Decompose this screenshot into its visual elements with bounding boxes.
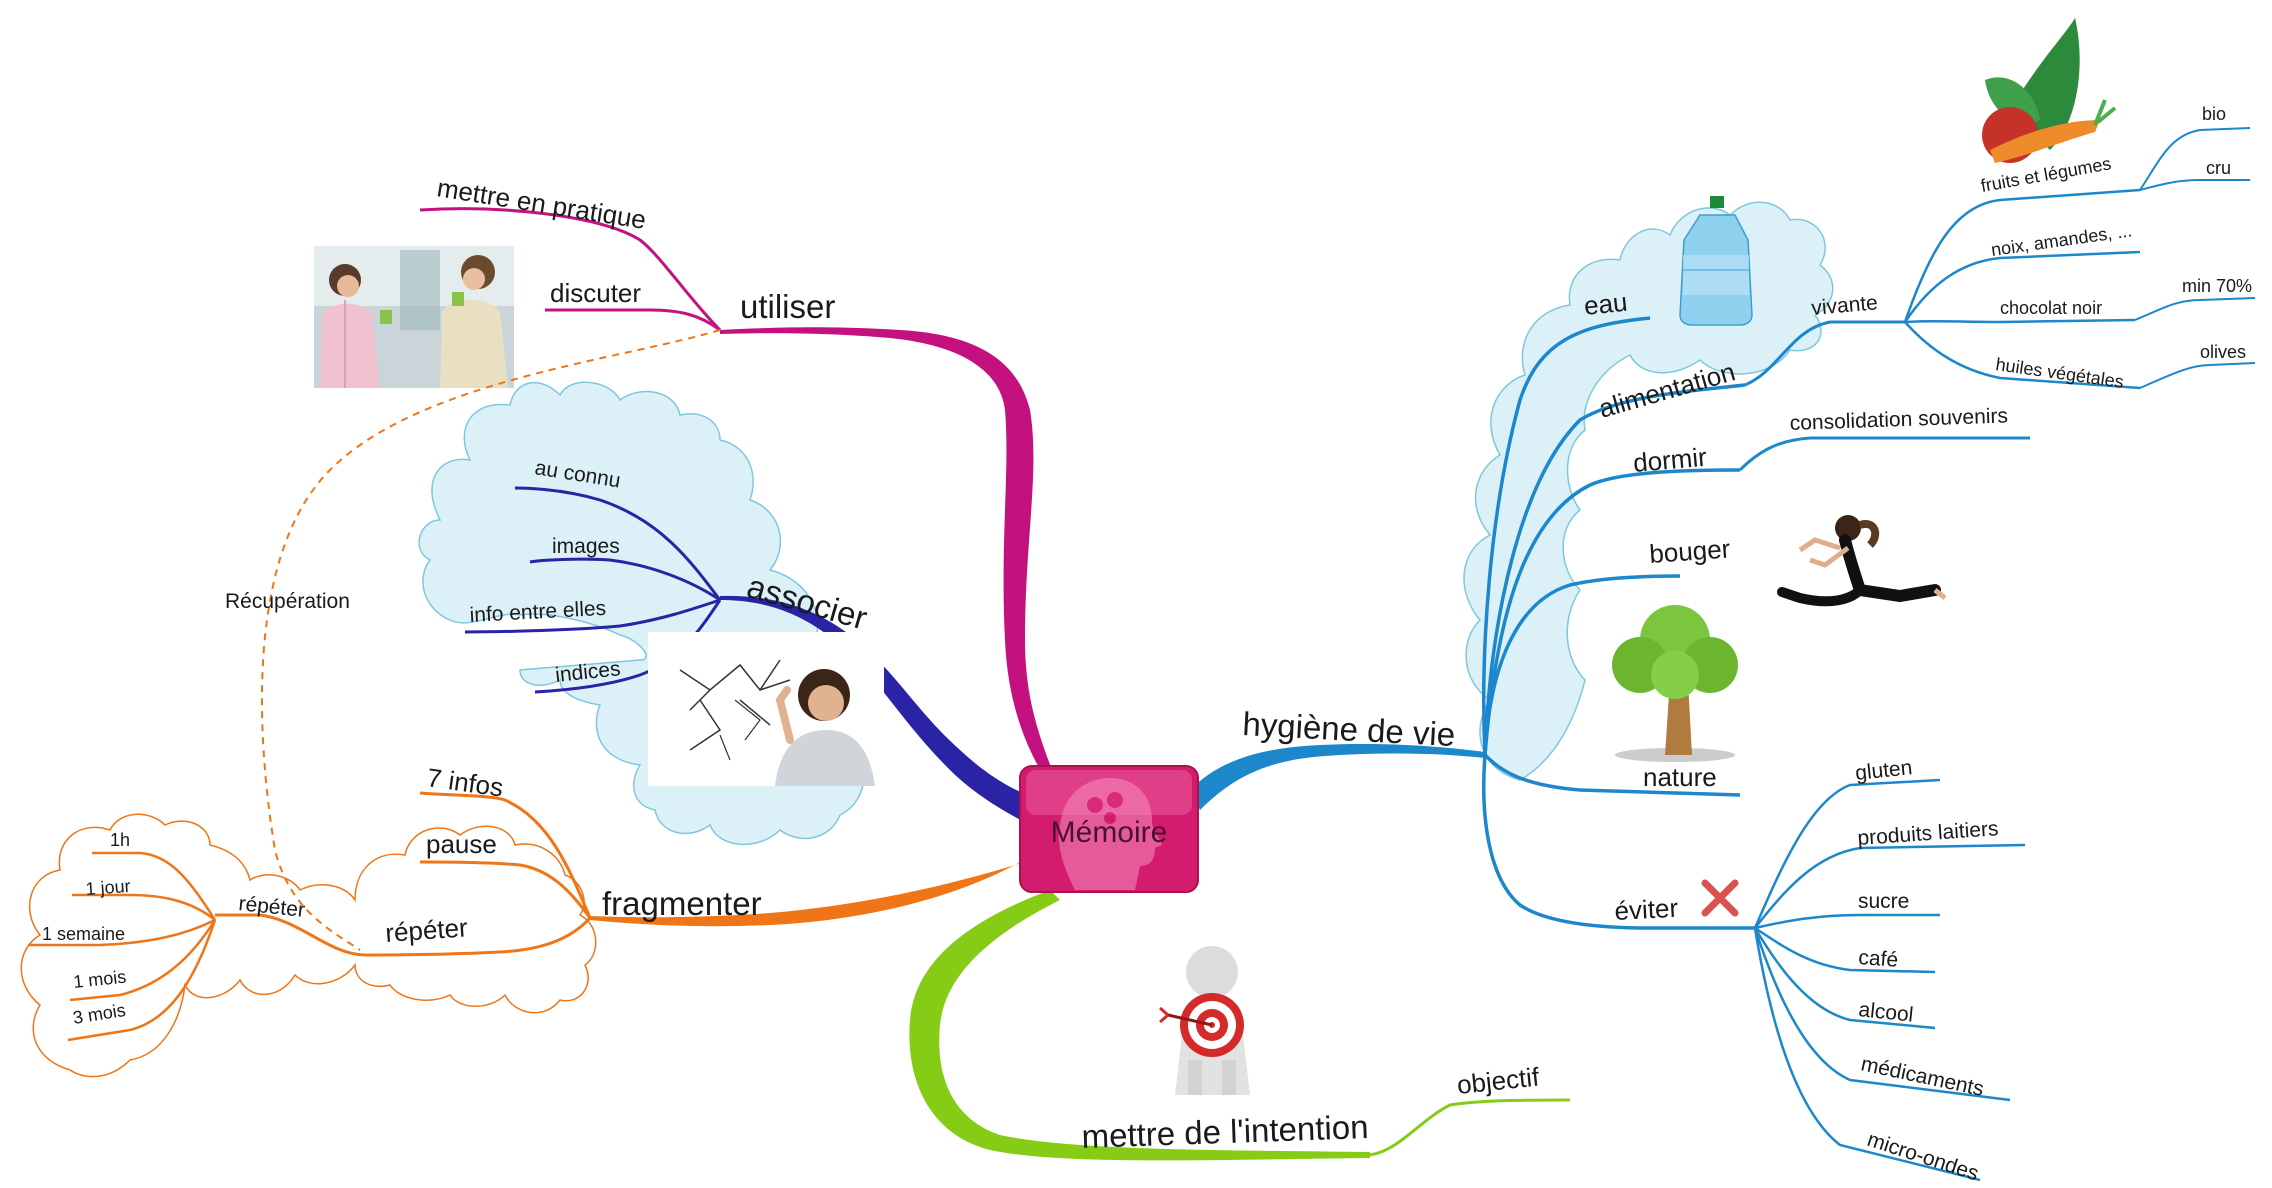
water-bottle-icon — [1679, 196, 1753, 326]
two-women-photo — [314, 246, 514, 388]
red-cross-icon — [1701, 879, 1739, 917]
hygiene-link-nature — [1483, 753, 1741, 797]
associer-link-info — [464, 598, 721, 634]
huiles-label: huiles végétales — [1994, 354, 2125, 392]
fragmenter-link-pause — [419, 860, 592, 919]
chocolat-link-min70 — [2134, 297, 2256, 321]
vivante-label: vivante — [1810, 291, 1878, 320]
alcool-label: alcool — [1857, 998, 1914, 1027]
bouger-label: bouger — [1648, 533, 1731, 569]
eviter-link-sucre — [1754, 913, 1940, 930]
associer-link-images — [529, 557, 721, 602]
vivante-link-fruits — [1903, 188, 2141, 323]
repeter-link-1semaine — [28, 918, 216, 947]
1-semaine-label: 1 semaine — [42, 924, 125, 944]
utiliser-label: utiliser — [740, 288, 835, 325]
dormir-label: dormir — [1632, 442, 1708, 478]
fragmenter-branch — [590, 850, 1040, 927]
vivante-link-chocolat — [1904, 318, 2136, 324]
intention-label: mettre de l'intention — [1081, 1108, 1369, 1155]
eviter-link-cafe — [1754, 926, 1936, 974]
gluten-label: gluten — [1854, 756, 1913, 785]
hygiene-cloud — [1463, 201, 1834, 781]
vegetables-icon — [1982, 18, 2117, 163]
vivante-link-noix — [1903, 250, 2141, 323]
hygiene-link-alimentation — [1483, 383, 1746, 756]
hygiene-link-eau — [1482, 316, 1651, 756]
tree-icon — [1612, 605, 1738, 762]
center-label: Mémoire — [1051, 816, 1168, 849]
eau-label: eau — [1582, 287, 1628, 321]
repeter-link-1mois — [69, 919, 217, 1002]
eviter-link-produits — [1754, 843, 2026, 929]
utiliser-link-mettre — [419, 207, 722, 332]
hygiene-branch — [1190, 743, 1485, 810]
pause-label: pause — [426, 829, 497, 859]
hygiene-link-eviter — [1482, 754, 1755, 930]
intention-branch — [909, 890, 1370, 1161]
discuter-label: discuter — [550, 278, 641, 308]
hygiene-label: hygiène de vie — [1242, 705, 1456, 753]
fragmenter-link-7infos — [419, 791, 592, 919]
alimentation-link-vivante — [1744, 320, 1905, 387]
dancer-icon — [1777, 515, 1947, 607]
eviter-label: éviter — [1614, 893, 1679, 926]
repeter-link-3mois — [67, 919, 217, 1042]
intention-link-objectif — [1369, 1098, 1571, 1157]
hygiene-link-dormir — [1483, 468, 1741, 756]
center-node[interactable]: Mémoire — [1019, 765, 1199, 893]
1h-label: 1h — [110, 830, 130, 850]
consolidation-label: consolidation souvenirs — [1789, 404, 2008, 435]
eviter-link-gluten — [1753, 778, 1941, 929]
medicaments-label: médicaments — [1859, 1052, 1986, 1100]
huiles-link-olives — [2139, 362, 2256, 389]
objectif-label: objectif — [1455, 1061, 1541, 1100]
eviter-link-medicaments — [1753, 927, 2011, 1102]
min70-label: min 70% — [2182, 276, 2252, 296]
associer-link-indices — [534, 599, 722, 694]
cafe-label: café — [1858, 946, 1899, 972]
nature-label: nature — [1643, 762, 1717, 792]
images-label: images — [552, 535, 620, 558]
target-figure-icon — [1159, 946, 1250, 1095]
repeter-label: répéter — [384, 912, 469, 948]
hygiene-link-bouger — [1483, 574, 1681, 756]
eviter-link-microondes — [1753, 927, 1981, 1182]
utiliser-link-discuter — [545, 308, 721, 332]
chocolat-label: chocolat noir — [2000, 298, 2102, 318]
1-jour-label: 1 jour — [85, 876, 131, 899]
recuperation-label: Récupération — [225, 590, 350, 613]
recuperation-link — [261, 329, 721, 951]
associer-link-connu — [514, 486, 722, 601]
cru-label: cru — [2206, 158, 2231, 178]
vivante-link-huiles — [1904, 321, 2141, 390]
associer-branch — [720, 595, 1045, 830]
olives-label: olives — [2200, 342, 2246, 362]
woman-thinking-photo — [648, 632, 884, 786]
bio-label: bio — [2202, 104, 2226, 124]
repeter-link-1h — [92, 851, 217, 921]
fruits-link-cru — [2139, 179, 2250, 191]
dormir-link-consolidation — [1738, 436, 2030, 472]
fragmenter-link-repeter — [364, 916, 592, 957]
repeter-link-main — [215, 913, 366, 957]
brain-head-icon — [1058, 778, 1162, 890]
repeter-link-1jour — [72, 893, 216, 921]
fragmenter-label: fragmenter — [602, 885, 762, 922]
sucre-label: sucre — [1858, 890, 1909, 913]
mettre-en-pratique-label: mettre en pratique — [435, 172, 648, 235]
7-infos-label: 7 infos — [425, 762, 505, 802]
fruits-link-bio — [2139, 127, 2251, 191]
eviter-link-alcool — [1753, 927, 1936, 1030]
